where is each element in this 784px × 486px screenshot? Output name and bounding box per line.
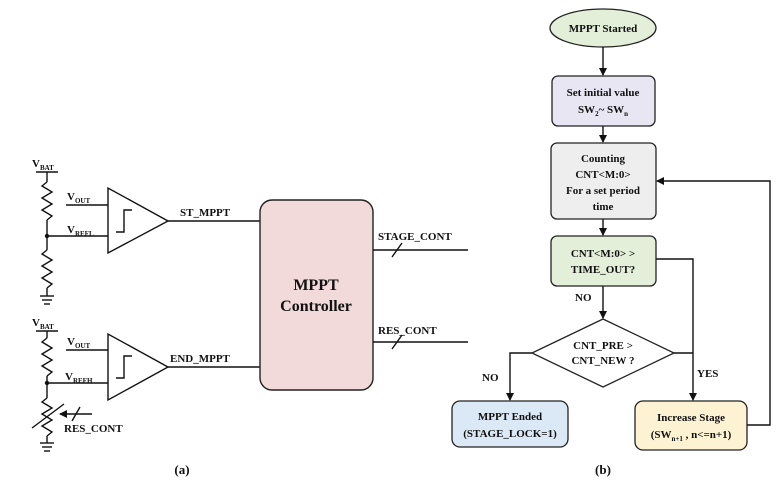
node-ended-line1: MPPT Ended <box>478 411 542 423</box>
bottom-hysteresis-icon <box>116 355 132 379</box>
controller-title-line1: MPPT <box>293 277 339 294</box>
node-set-initial-line2: SW2~ SWn <box>578 104 628 118</box>
end-mppt-label: END_MPPT <box>170 353 231 365</box>
panel-b-flowchart: MPPT Started Set initial value SW2~ SWn … <box>451 8 771 477</box>
node-increase-stage <box>634 400 748 451</box>
node-counting-line4: time <box>593 201 614 213</box>
top-vref-label: VREFL <box>67 224 94 238</box>
node-set-initial <box>551 75 656 127</box>
top-comparator <box>107 186 170 255</box>
bottom-ground-icon <box>40 442 54 452</box>
node-timeout-line2: TIME_OUT? <box>571 264 635 276</box>
edge-yes-path <box>656 258 697 401</box>
bottom-comparator <box>107 332 170 402</box>
node-counting-line3: For a set period <box>566 185 640 197</box>
bottom-resistor-upper <box>40 337 54 377</box>
node-increase-line2: (SWn+1 , n<=n+1) <box>651 429 732 443</box>
top-resistor-upper <box>40 181 54 221</box>
node-ended-line2: (STAGE_LOCK=1) <box>463 428 557 440</box>
top-vout-label: VOUT <box>67 191 90 205</box>
top-hysteresis-icon <box>116 209 132 233</box>
node-counting-line1: Counting <box>581 153 626 165</box>
node-set-initial-line1: Set initial value <box>567 87 640 99</box>
edge-loop-back <box>656 177 771 426</box>
top-vbat-label: VBAT <box>32 158 54 172</box>
res-cont-output-label: RES_CONT <box>378 325 437 337</box>
node-timeout-line1: CNT<M:0> > <box>571 248 635 260</box>
top-ground-icon <box>40 295 54 305</box>
node-compare-diamond <box>530 318 676 388</box>
bottom-res-cont-label: RES_CONT <box>64 423 123 435</box>
bottom-comparator-section: VBAT RES_CONT VOUT VREFH <box>31 317 260 452</box>
node-mppt-ended <box>451 400 569 448</box>
bottom-vbat-label: VBAT <box>32 317 54 331</box>
top-comparator-section: VBAT VOUT VREFL ST_MPPT <box>32 158 260 305</box>
edge-yes-label: YES <box>697 368 718 380</box>
mppt-controller-box <box>259 199 374 391</box>
bottom-vref-label: VREFH <box>65 371 93 385</box>
stage-cont-label: STAGE_CONT <box>378 231 452 243</box>
bottom-vout-label: VOUT <box>67 336 90 350</box>
panel-a-circuit: VBAT VOUT VREFL ST_MPPT <box>31 158 468 477</box>
node-counting-line2: CNT<M:0> <box>575 169 630 181</box>
node-timeout-check <box>550 235 657 287</box>
node-mppt-started-text: MPPT Started <box>569 23 638 35</box>
edge-no-compare-label: NO <box>482 372 499 384</box>
controller-title-line2: Controller <box>280 298 352 315</box>
edge-no-compare <box>506 352 532 401</box>
edge-no-timeout: NO <box>575 292 592 304</box>
node-compare-line2: CNT_NEW ? <box>571 355 634 367</box>
caption-b: (b) <box>595 462 611 477</box>
top-resistor-lower <box>40 249 54 289</box>
node-compare-line1: CNT_PRE > <box>573 340 633 352</box>
st-mppt-label: ST_MPPT <box>180 207 231 219</box>
variable-resistor-arrow <box>31 403 65 429</box>
caption-a: (a) <box>174 462 189 477</box>
node-increase-line1: Increase Stage <box>657 412 725 424</box>
